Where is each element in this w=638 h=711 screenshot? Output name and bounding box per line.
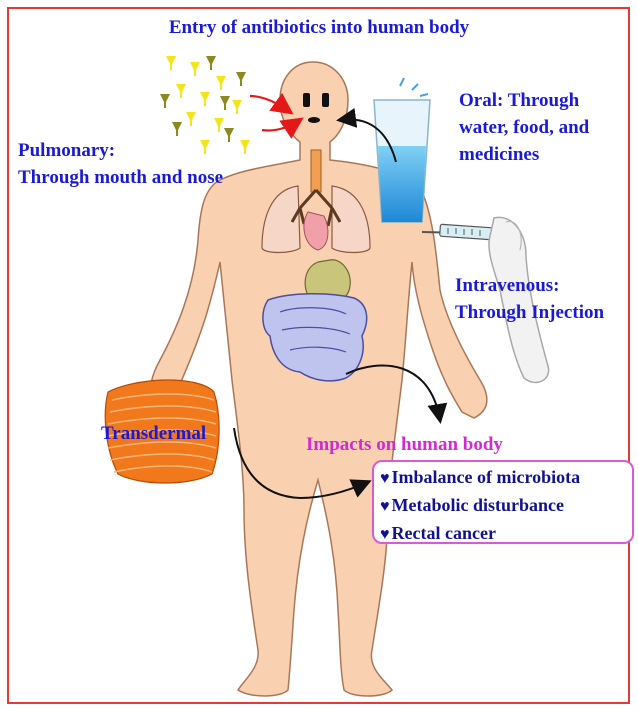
heart-icon: ♥ xyxy=(380,470,390,487)
oral-line-3: medicines xyxy=(459,141,589,168)
oral-line-1: Oral: Through xyxy=(459,87,589,114)
water-glass-icon xyxy=(374,78,430,222)
impacts-title: Impacts on human body xyxy=(306,434,503,456)
impacts-list: ♥Imbalance of microbiota ♥Metabolic dist… xyxy=(372,460,634,544)
pulmonary-detail: Through mouth and nose xyxy=(18,164,223,191)
heart-icon: ♥ xyxy=(380,498,390,515)
oral-label: Oral: Through water, food, and medicines xyxy=(459,87,589,168)
transdermal-label: Transdermal xyxy=(101,420,206,447)
intravenous-label: Intravenous: Through Injection xyxy=(455,272,604,326)
heart-icon: ♥ xyxy=(380,526,390,543)
impact-item: ♥Rectal cancer xyxy=(380,520,632,548)
impact-item: ♥Metabolic disturbance xyxy=(380,492,632,520)
pulmonary-label: Pulmonary: Through mouth and nose xyxy=(18,137,223,191)
impact-item: ♥Imbalance of microbiota xyxy=(380,464,632,492)
diagram-title: Entry of antibiotics into human body xyxy=(0,14,638,41)
pulmonary-heading: Pulmonary: xyxy=(18,137,223,164)
oral-line-2: water, food, and xyxy=(459,114,589,141)
intravenous-detail: Through Injection xyxy=(455,299,604,326)
intravenous-heading: Intravenous: xyxy=(455,272,604,299)
